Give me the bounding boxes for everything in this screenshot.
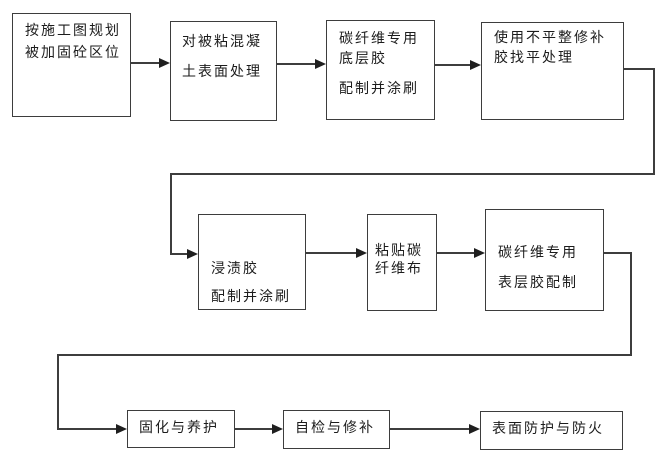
- flow-node-leveling: 使用不平整修补 胶找平处理: [481, 22, 624, 120]
- arrowhead-icon: [469, 424, 480, 434]
- flow-node-plan: 按施工图规划 被加固砼区位: [12, 13, 131, 117]
- connector-topcoat-curing-segment: [604, 252, 632, 254]
- node-text-line: 固化与养护: [139, 419, 219, 436]
- arrowhead-icon: [315, 59, 326, 69]
- connector-leveling-impreg-segment: [170, 173, 172, 255]
- node-text-line: 浸渍胶: [211, 261, 259, 277]
- arrow-primer-leveling: [435, 64, 470, 66]
- connector-leveling-impreg-segment: [653, 68, 655, 175]
- node-text-line: 自检与修补: [295, 420, 375, 436]
- connector-leveling-impreg-segment: [170, 253, 188, 255]
- arrow-inspect-protect: [390, 428, 469, 430]
- flow-node-topcoat: 碳纤维专用 表层胶配制: [485, 209, 604, 311]
- arrow-surface-primer: [277, 63, 315, 65]
- arrowhead-icon: [272, 424, 283, 434]
- flow-node-primer: 碳纤维专用 底层胶 配制并涂刷: [326, 20, 435, 120]
- node-text-line: 表层胶配制: [498, 275, 578, 291]
- arrow-paste-topcoat: [437, 252, 474, 254]
- flow-node-paste: 粘贴碳 纤维布: [367, 214, 437, 311]
- arrowhead-icon: [159, 58, 170, 68]
- node-text-line: 粘贴碳: [375, 243, 423, 259]
- connector-topcoat-curing-segment: [57, 354, 632, 356]
- node-text-line: 碳纤维专用: [339, 31, 419, 47]
- connector-topcoat-curing-segment: [57, 354, 59, 430]
- node-text-line: 对被粘混凝: [182, 34, 262, 50]
- flow-node-surface: 对被粘混凝 土表面处理: [170, 21, 277, 121]
- node-text-line: 纤维布: [375, 261, 423, 277]
- connector-topcoat-curing-segment: [57, 428, 117, 430]
- arrowhead-icon: [356, 248, 367, 258]
- node-text-line: 按施工图规划: [25, 23, 121, 39]
- arrow-curing-inspect: [235, 428, 272, 430]
- arrow-plan-surface: [131, 62, 159, 64]
- flow-node-inspect: 自检与修补: [283, 410, 390, 449]
- node-text-line: 使用不平整修补: [494, 30, 606, 46]
- connector-leveling-impreg-segment: [624, 68, 655, 70]
- node-text-line: 碳纤维专用: [498, 245, 578, 261]
- arrowhead-icon: [187, 249, 198, 259]
- flow-node-impreg: 浸渍胶 配制并涂刷: [198, 214, 306, 310]
- node-text-line: 配制并涂刷: [339, 81, 419, 97]
- connector-topcoat-curing-segment: [630, 252, 632, 356]
- node-text-line: 被加固砼区位: [25, 45, 121, 61]
- arrowhead-icon: [470, 60, 481, 70]
- node-text-line: 胶找平处理: [494, 50, 574, 66]
- flow-node-protect: 表面防护与防火: [480, 411, 623, 450]
- arrow-impreg-paste: [306, 252, 356, 254]
- node-text-line: 土表面处理: [182, 64, 262, 80]
- node-text-line: 配制并涂刷: [211, 289, 291, 305]
- connector-leveling-impreg-segment: [170, 173, 655, 175]
- arrowhead-icon: [116, 424, 127, 434]
- arrowhead-icon: [474, 248, 485, 258]
- node-text-line: 底层胶: [339, 51, 387, 67]
- node-text-line: 表面防护与防火: [492, 421, 604, 437]
- flow-node-curing: 固化与养护: [127, 410, 235, 448]
